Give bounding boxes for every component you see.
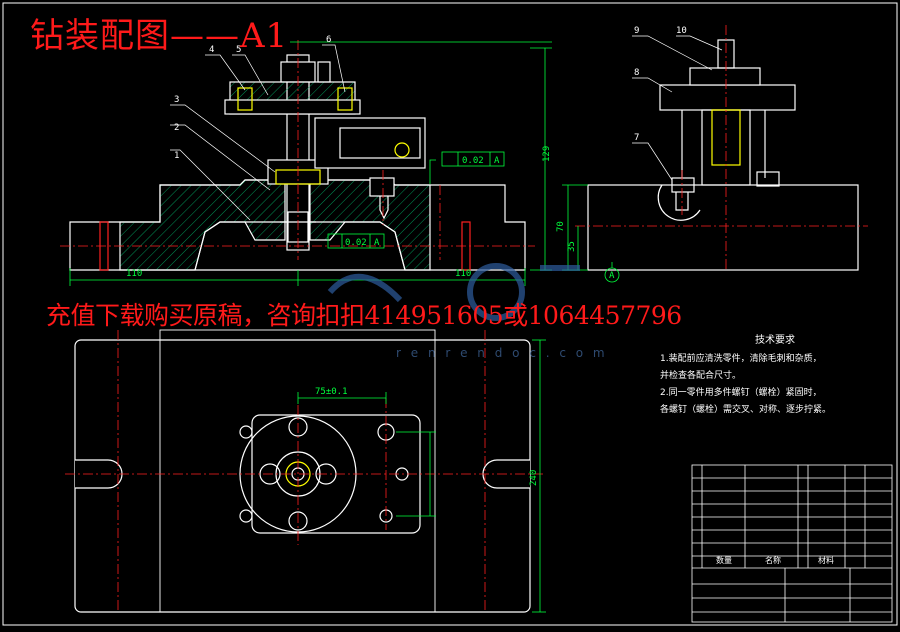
part-number-3: 3 <box>174 95 179 105</box>
technical-requirements: 技术要求 1.装配前应清洗零件，清除毛刺和杂质， 并检查各配合尺寸。 2.同一零… <box>660 332 890 419</box>
part-number-10: 10 <box>676 26 687 36</box>
title-block-quantity: 数量 <box>716 555 732 565</box>
dim-width-left: 110 <box>126 269 142 279</box>
tech-note-line: 各螺钉（螺栓）需交叉、对称、逐步拧紧。 <box>660 405 832 415</box>
title-block <box>691 464 893 623</box>
datum-label-bottom: A <box>374 238 380 248</box>
plan-view <box>74 329 531 613</box>
front-section-view <box>69 54 526 271</box>
part-number-2: 2 <box>174 123 179 133</box>
tech-notes-heading: 技术要求 <box>755 335 795 346</box>
side-view <box>587 39 859 271</box>
tech-note-line: 并检查各配合尺寸。 <box>660 371 742 381</box>
part-number-4: 4 <box>209 45 214 55</box>
dim-plan-length: 240 <box>529 470 539 486</box>
watermark-logo <box>327 263 580 321</box>
dim-bolt-spacing: 75±0.1 <box>315 387 348 397</box>
part-number-6: 6 <box>326 35 331 45</box>
base-hatch-left <box>119 179 286 271</box>
part-number-5: 5 <box>236 45 241 55</box>
datum-a-symbol: A <box>609 271 615 281</box>
dim-width-right: 110 <box>455 269 471 279</box>
title-block-name: 名称 <box>765 555 781 565</box>
part-number-9: 9 <box>634 26 639 36</box>
title-block-material: 材料 <box>818 555 834 565</box>
part-number-8: 8 <box>634 68 639 78</box>
tech-note-line: 1.装配前应清洗零件，清除毛刺和杂质， <box>660 354 822 364</box>
tech-note-line: 2.同一零件用多件螺钉（螺栓）紧固时， <box>660 388 822 398</box>
part-number-1: 1 <box>174 151 179 161</box>
promo-banner: 充值下载购买原稿，咨询扣扣414951605或1064457796 <box>46 301 682 330</box>
datum-label-top: A <box>494 156 500 166</box>
side-base <box>587 184 859 271</box>
plan-base-plate <box>74 339 531 613</box>
dim-height-front: 129 <box>542 146 552 162</box>
dim-height-base: 35 <box>567 241 577 252</box>
drawing-title: 钻装配图——A1 <box>30 16 289 56</box>
flatness-tolerance: 0.02 <box>462 156 484 166</box>
dim-height-side: 70 <box>556 221 566 232</box>
part-number-7: 7 <box>634 133 639 143</box>
perpendicularity-tolerance: 0.02 <box>345 238 367 248</box>
watermark-text: r e n r e n d o c . c o m <box>396 346 608 360</box>
